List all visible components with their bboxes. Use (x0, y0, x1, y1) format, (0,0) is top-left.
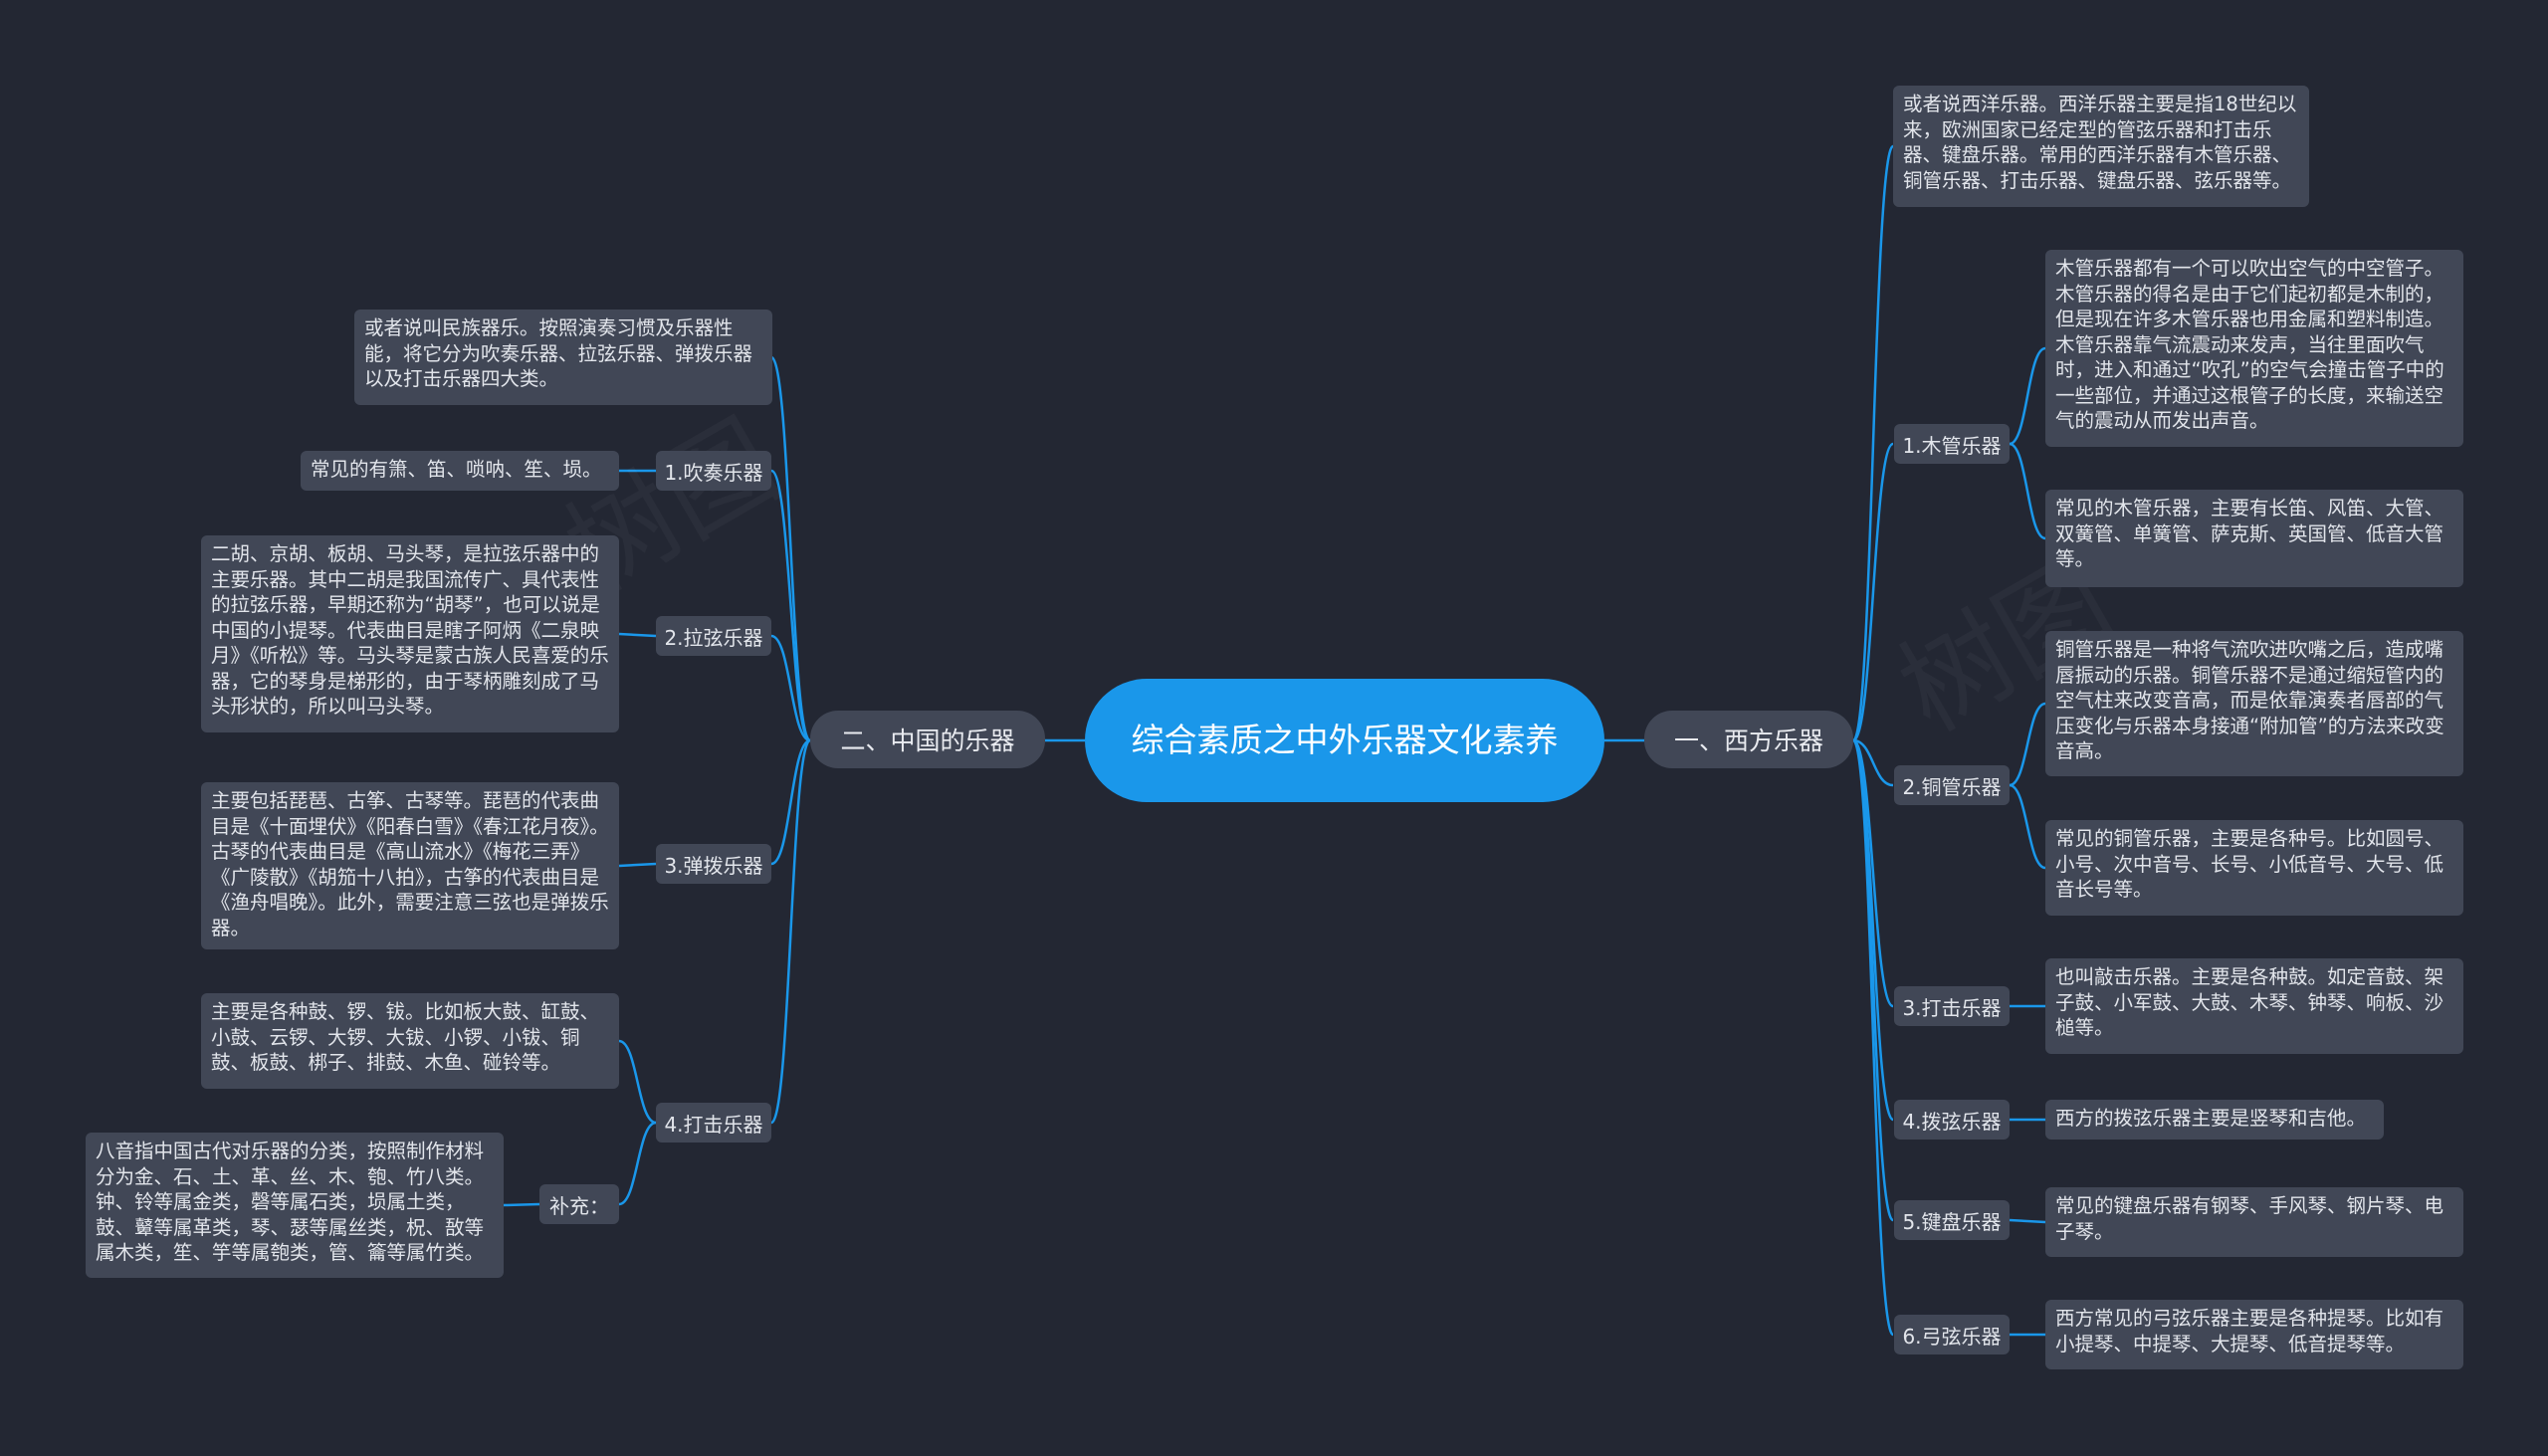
west-woodwind[interactable]: 1.木管乐器 (1894, 424, 2010, 464)
west-bowed[interactable]: 6.弓弦乐器 (1894, 1315, 2010, 1354)
connector-line (618, 862, 657, 868)
connector-line (1851, 144, 1895, 742)
sub-label: 2.铜管乐器 (1902, 774, 2002, 799)
note-text: 常见的键盘乐器有钢琴、手风琴、钢片琴、电子琴。 (2055, 1194, 2444, 1243)
west-intro-note[interactable]: 或者说西洋乐器。西洋乐器主要是指18世纪以来，欧洲国家已经定型的管弦乐器和打击乐… (1893, 86, 2309, 207)
west-brass[interactable]: 2.铜管乐器 (1894, 765, 2010, 805)
connector-line (2009, 1218, 2046, 1224)
note-text: 或者说叫民族器乐。按照演奏习惯及乐器性能，将它分为吹奏乐器、拉弦乐器、弹拨乐器以… (364, 316, 753, 390)
west-bowed-note[interactable]: 西方常见的弓弦乐器主要是各种提琴。比如有小提琴、中提琴、大提琴、低音提琴等。 (2045, 1300, 2463, 1369)
china-supplement-note[interactable]: 八音指中国古代对乐器的分类，按照制作材料分为金、石、土、革、丝、木、匏、竹八类。… (86, 1133, 504, 1278)
china-intro-note[interactable]: 或者说叫民族器乐。按照演奏习惯及乐器性能，将它分为吹奏乐器、拉弦乐器、弹拨乐器以… (354, 310, 772, 405)
branch-label: 二、中国的乐器 (840, 727, 1015, 755)
note-text: 木管乐器都有一个可以吹出空气的中空管子。木管乐器的得名是由于它们起初都是木制的，… (2055, 257, 2444, 432)
note-text: 西方常见的弓弦乐器主要是各种提琴。比如有小提琴、中提琴、大提琴、低音提琴等。 (2055, 1307, 2444, 1355)
connector-line (770, 634, 811, 742)
west-woodwind-note-1[interactable]: 木管乐器都有一个可以吹出空气的中空管子。木管乐器的得名是由于它们起初都是木制的，… (2045, 250, 2463, 447)
west-plucked[interactable]: 4.拨弦乐器 (1894, 1100, 2010, 1140)
west-woodwind-note-2[interactable]: 常见的木管乐器，主要有长笛、风笛、大管、双簧管、单簧管、萨克斯、英国管、低音大管… (2045, 490, 2463, 587)
china-percussion-note[interactable]: 主要是各种鼓、锣、钹。比如板大鼓、缸鼓、小鼓、云锣、大锣、大钹、小锣、小钹、铜鼓… (201, 993, 619, 1089)
connector-line (1851, 738, 1895, 1337)
sub-label: 补充： (549, 1193, 609, 1218)
connector-line (769, 469, 812, 742)
sub-label: 2.拉弦乐器 (664, 625, 763, 650)
connector-line (618, 632, 657, 638)
branch-western-instruments[interactable]: 一、西方乐器 (1644, 711, 1853, 768)
connector-line (618, 1039, 657, 1125)
note-text: 八音指中国古代对乐器的分类，按照制作材料分为金、石、土、革、丝、木、匏、竹八类。… (96, 1140, 485, 1264)
note-text: 常见的有箫、笛、唢呐、笙、埙。 (311, 458, 602, 481)
connector-line (769, 355, 812, 742)
china-bowed[interactable]: 2.拉弦乐器 (656, 616, 771, 656)
china-wind-note[interactable]: 常见的有箫、笛、唢呐、笙、埙。 (301, 451, 619, 491)
sub-label: 1.吹奏乐器 (664, 460, 763, 485)
west-percussion[interactable]: 3.打击乐器 (1894, 986, 2010, 1026)
root-topic[interactable]: 综合素质之中外乐器文化素养 (1085, 679, 1604, 802)
sub-label: 5.键盘乐器 (1902, 1209, 2002, 1234)
west-plucked-note[interactable]: 西方的拨弦乐器主要是竖琴和吉他。 (2045, 1100, 2384, 1140)
west-brass-note-1[interactable]: 铜管乐器是一种将气流吹进吹嘴之后，造成嘴唇振动的乐器。铜管乐器不是通过缩短管内的… (2045, 631, 2463, 776)
note-text: 西方的拨弦乐器主要是竖琴和吉他。 (2055, 1107, 2367, 1130)
note-text: 主要是各种鼓、锣、钹。比如板大鼓、缸鼓、小鼓、云锣、大锣、大钹、小锣、小钹、铜鼓… (211, 1000, 600, 1074)
branch-chinese-instruments[interactable]: 二、中国的乐器 (810, 711, 1045, 768)
sub-label: 3.打击乐器 (1902, 995, 2002, 1020)
west-keyboard[interactable]: 5.键盘乐器 (1894, 1200, 2010, 1240)
sub-label: 1.木管乐器 (1902, 433, 2002, 458)
connector-line (1852, 738, 1894, 787)
china-plucked[interactable]: 3.弹拨乐器 (656, 844, 771, 884)
note-text: 主要包括琵琶、古筝、古琴等。琵琶的代表曲目是《十面埋伏》《阳春白雪》《春江花月夜… (211, 789, 609, 939)
china-bowed-note[interactable]: 二胡、京胡、板胡、马头琴，是拉弦乐器中的主要乐器。其中二胡是我国流传广、具代表性… (201, 535, 619, 732)
china-plucked-note[interactable]: 主要包括琵琶、古筝、古琴等。琵琶的代表曲目是《十面埋伏》《阳春白雪》《春江花月夜… (201, 782, 619, 949)
connector-line (1851, 738, 1895, 1222)
note-text: 也叫敲击乐器。主要是各种鼓。如定音鼓、架子鼓、小军鼓、大鼓、木琴、钟琴、响板、沙… (2055, 965, 2444, 1039)
connector-line (769, 738, 812, 1125)
note-text: 二胡、京胡、板胡、马头琴，是拉弦乐器中的主要乐器。其中二胡是我国流传广、具代表性… (211, 542, 609, 718)
connector-line (503, 1202, 540, 1207)
connector-line (618, 1121, 657, 1206)
connector-line (2009, 702, 2046, 787)
west-percussion-note[interactable]: 也叫敲击乐器。主要是各种鼓。如定音鼓、架子鼓、小军鼓、大鼓、木琴、钟琴、响板、沙… (2045, 958, 2463, 1054)
sub-label: 6.弓弦乐器 (1902, 1324, 2002, 1349)
connector-line (2009, 442, 2046, 540)
connector-line (770, 738, 811, 866)
note-text: 常见的铜管乐器，主要是各种号。比如圆号、小号、次中音号、长号、小低音号、大号、低… (2055, 827, 2444, 901)
note-text: 铜管乐器是一种将气流吹进吹嘴之后，造成嘴唇振动的乐器。铜管乐器不是通过缩短管内的… (2055, 638, 2444, 762)
china-wind[interactable]: 1.吹奏乐器 (656, 451, 771, 491)
sub-label: 4.打击乐器 (664, 1112, 763, 1137)
connector-line (1851, 442, 1895, 742)
west-brass-note-2[interactable]: 常见的铜管乐器，主要是各种号。比如圆号、小号、次中音号、长号、小低音号、大号、低… (2045, 820, 2463, 916)
branch-label: 一、西方乐器 (1673, 727, 1823, 755)
note-text: 常见的木管乐器，主要有长笛、风笛、大管、双簧管、单簧管、萨克斯、英国管、低音大管… (2055, 497, 2444, 570)
china-supplement[interactable]: 补充： (539, 1184, 619, 1224)
connector-line (2009, 346, 2046, 446)
sub-label: 3.弹拨乐器 (664, 853, 763, 878)
sub-label: 4.拨弦乐器 (1902, 1109, 2002, 1134)
connector-line (2009, 783, 2046, 870)
note-text: 或者说西洋乐器。西洋乐器主要是指18世纪以来，欧洲国家已经定型的管弦乐器和打击乐… (1903, 93, 2297, 192)
china-percussion[interactable]: 4.打击乐器 (656, 1103, 771, 1143)
west-keyboard-note[interactable]: 常见的键盘乐器有钢琴、手风琴、钢片琴、电子琴。 (2045, 1187, 2463, 1257)
root-title: 综合素质之中外乐器文化素养 (1131, 721, 1559, 759)
